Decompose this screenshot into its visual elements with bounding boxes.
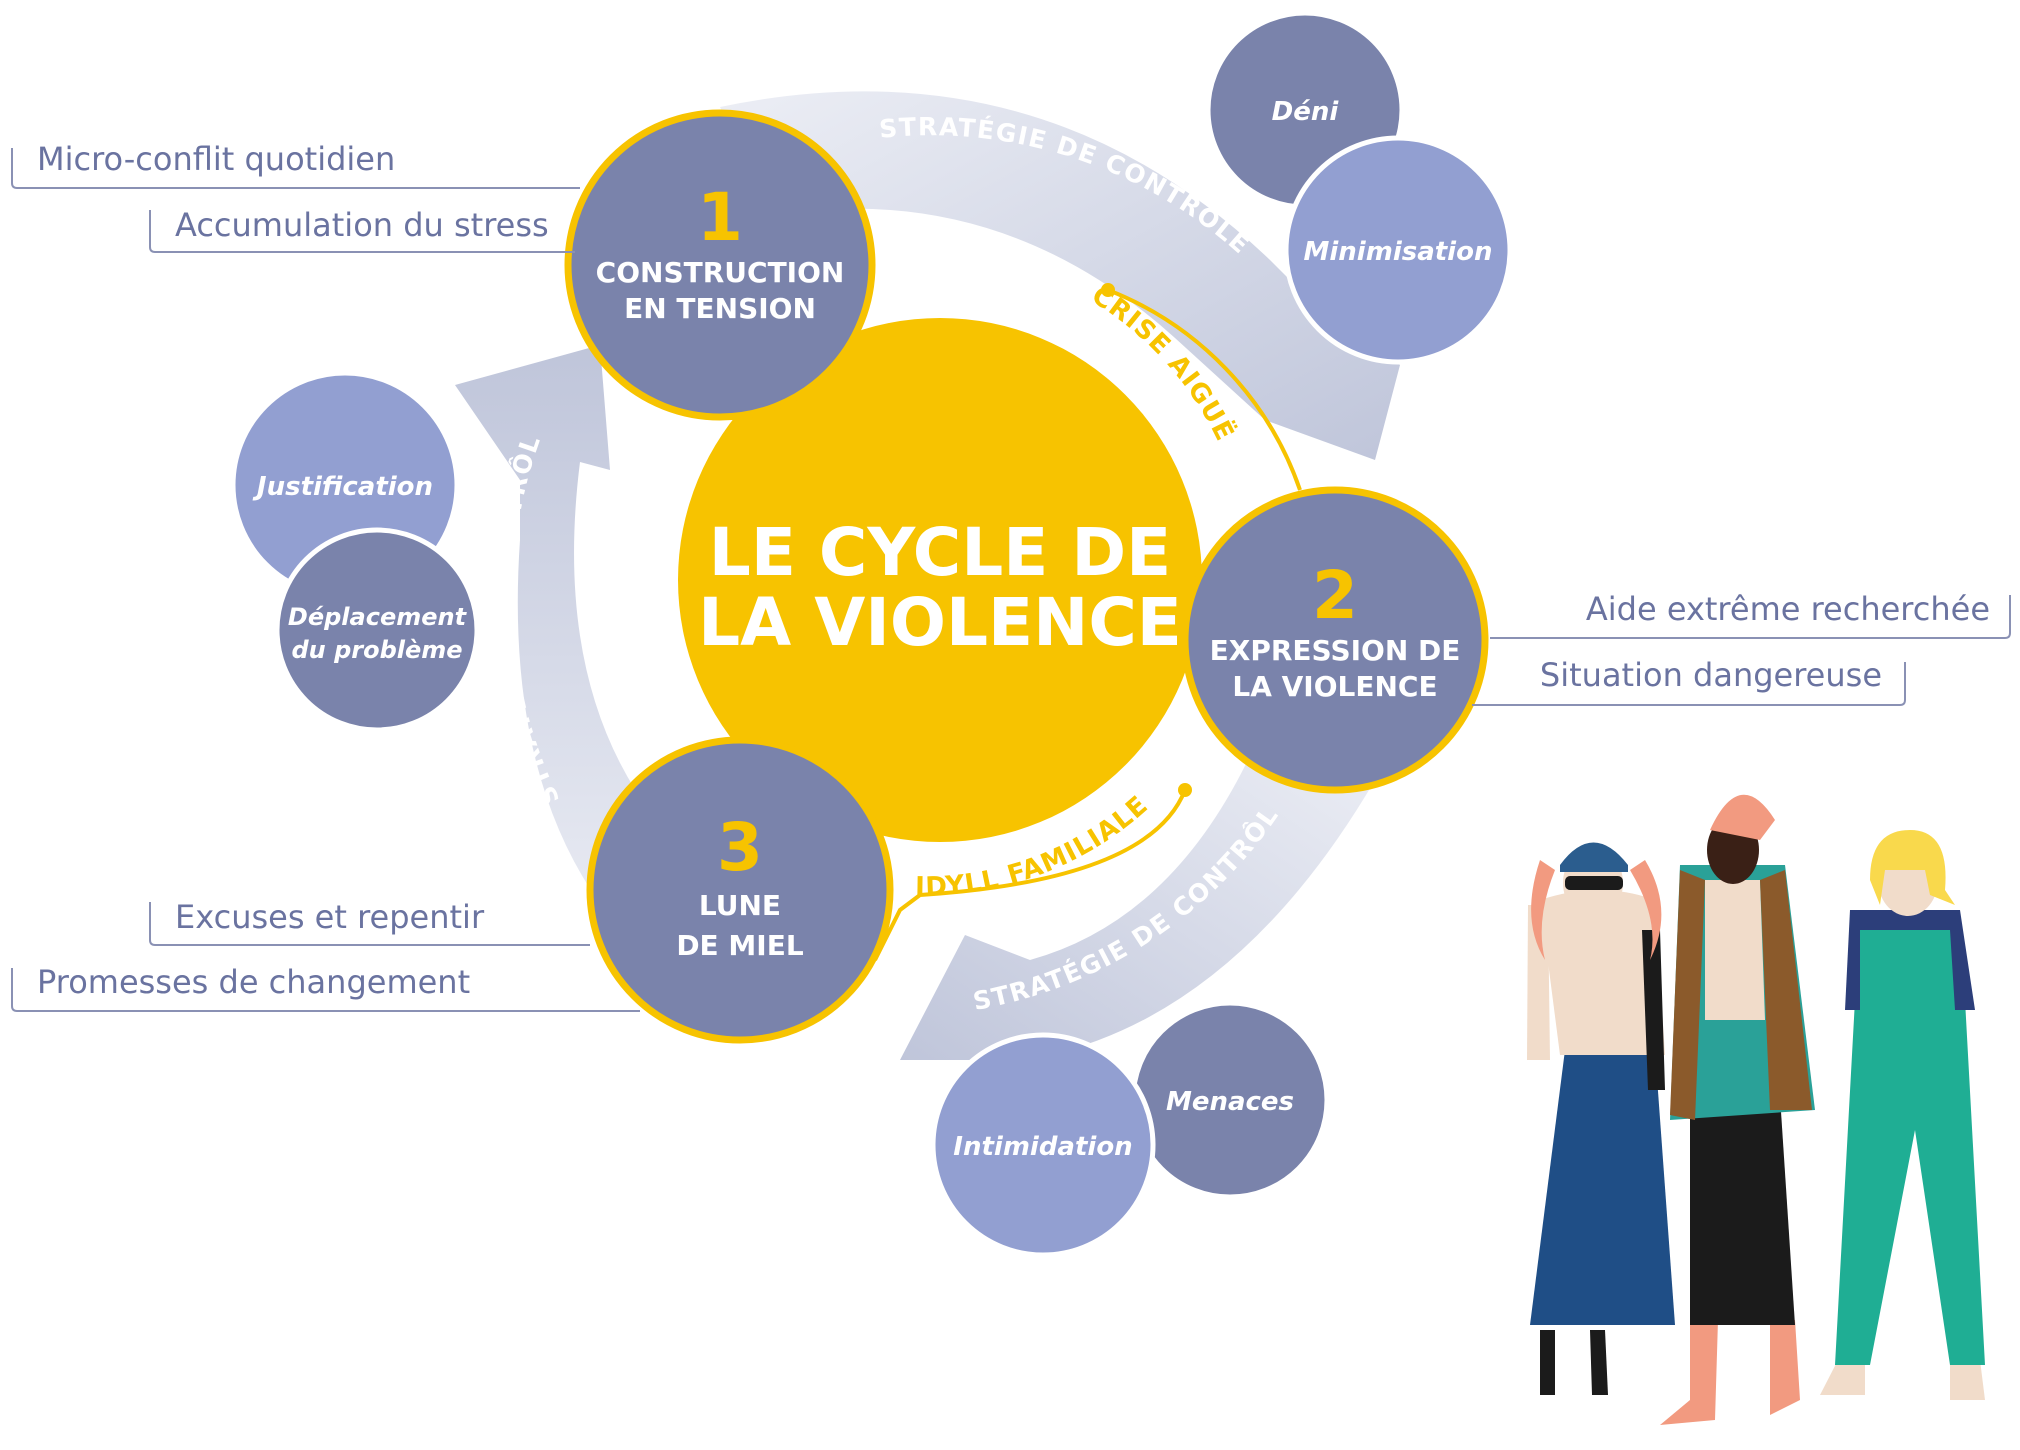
side-label-excuses: Excuses et repentir <box>149 898 590 946</box>
svg-text:Justification: Justification <box>252 472 433 502</box>
svg-text:Situation dangereuse: Situation dangereuse <box>1540 656 1882 694</box>
side-label-micro: Micro-conflit quotidien <box>11 140 580 189</box>
svg-text:Intimidation: Intimidation <box>953 1132 1132 1162</box>
phase-1-title-line2: EN TENSION <box>624 292 816 325</box>
phase-1-circle: 1 CONSTRUCTION EN TENSION <box>564 109 876 421</box>
women-illustration <box>1527 794 1985 1425</box>
phase-2-number: 2 <box>1312 557 1358 634</box>
transition-connectors <box>873 283 1302 961</box>
side-label-situation: Situation dangereuse <box>1472 656 1906 706</box>
phase-3-number: 3 <box>717 809 763 886</box>
center-circle: LE CYCLE DE LA VIOLENCE <box>678 318 1202 842</box>
phase-3-title-line2: DE MIEL <box>676 929 804 962</box>
phase-1-title-line1: CONSTRUCTION <box>596 256 845 289</box>
phase-2-circle: 2 EXPRESSION DE LA VIOLENCE <box>1181 486 1489 794</box>
side-label-aide: Aide extrême recherchée <box>1490 590 2011 639</box>
phase-2-title-line1: EXPRESSION DE <box>1210 634 1461 667</box>
svg-text:Déni: Déni <box>1272 97 1340 127</box>
svg-text:Déplacement: Déplacement <box>288 603 468 631</box>
svg-text:Promesses de changement: Promesses de changement <box>37 963 470 1001</box>
svg-text:Excuses et repentir: Excuses et repentir <box>175 898 485 936</box>
side-label-promesses: Promesses de changement <box>11 963 640 1012</box>
satellite-intimidation: Intimidation <box>930 1032 1156 1258</box>
phase-2-title-line2: LA VIOLENCE <box>1232 670 1437 703</box>
control-arrow-bottom <box>900 745 1375 1060</box>
satellite-menaces: Menaces <box>1130 1000 1330 1200</box>
woman-right <box>1820 830 1985 1400</box>
svg-text:Menaces: Menaces <box>1166 1087 1294 1117</box>
woman-center <box>1660 794 1815 1425</box>
svg-text:Aide extrême recherchée: Aide extrême recherchée <box>1586 590 1990 628</box>
phase-3-title-line1: LUNE <box>699 889 781 922</box>
side-label-stress: Accumulation du stress <box>149 206 575 253</box>
center-title-line2: LA VIOLENCE <box>698 584 1182 661</box>
satellite-deplacement: Déplacement du problème <box>274 527 480 733</box>
satellite-minimisation: Minimisation <box>1283 135 1513 365</box>
svg-text:Micro-conflit quotidien: Micro-conflit quotidien <box>37 140 395 178</box>
center-title-line1: LE CYCLE DE <box>709 514 1171 591</box>
control-arrow-top <box>720 91 1400 460</box>
svg-text:Minimisation: Minimisation <box>1304 237 1493 267</box>
phase-1-number: 1 <box>697 179 743 256</box>
svg-text:du problème: du problème <box>291 636 462 664</box>
woman-left <box>1527 842 1675 1395</box>
svg-text:Accumulation du stress: Accumulation du stress <box>175 206 549 244</box>
phase-3-circle: 3 LUNE DE MIEL <box>586 736 894 1044</box>
